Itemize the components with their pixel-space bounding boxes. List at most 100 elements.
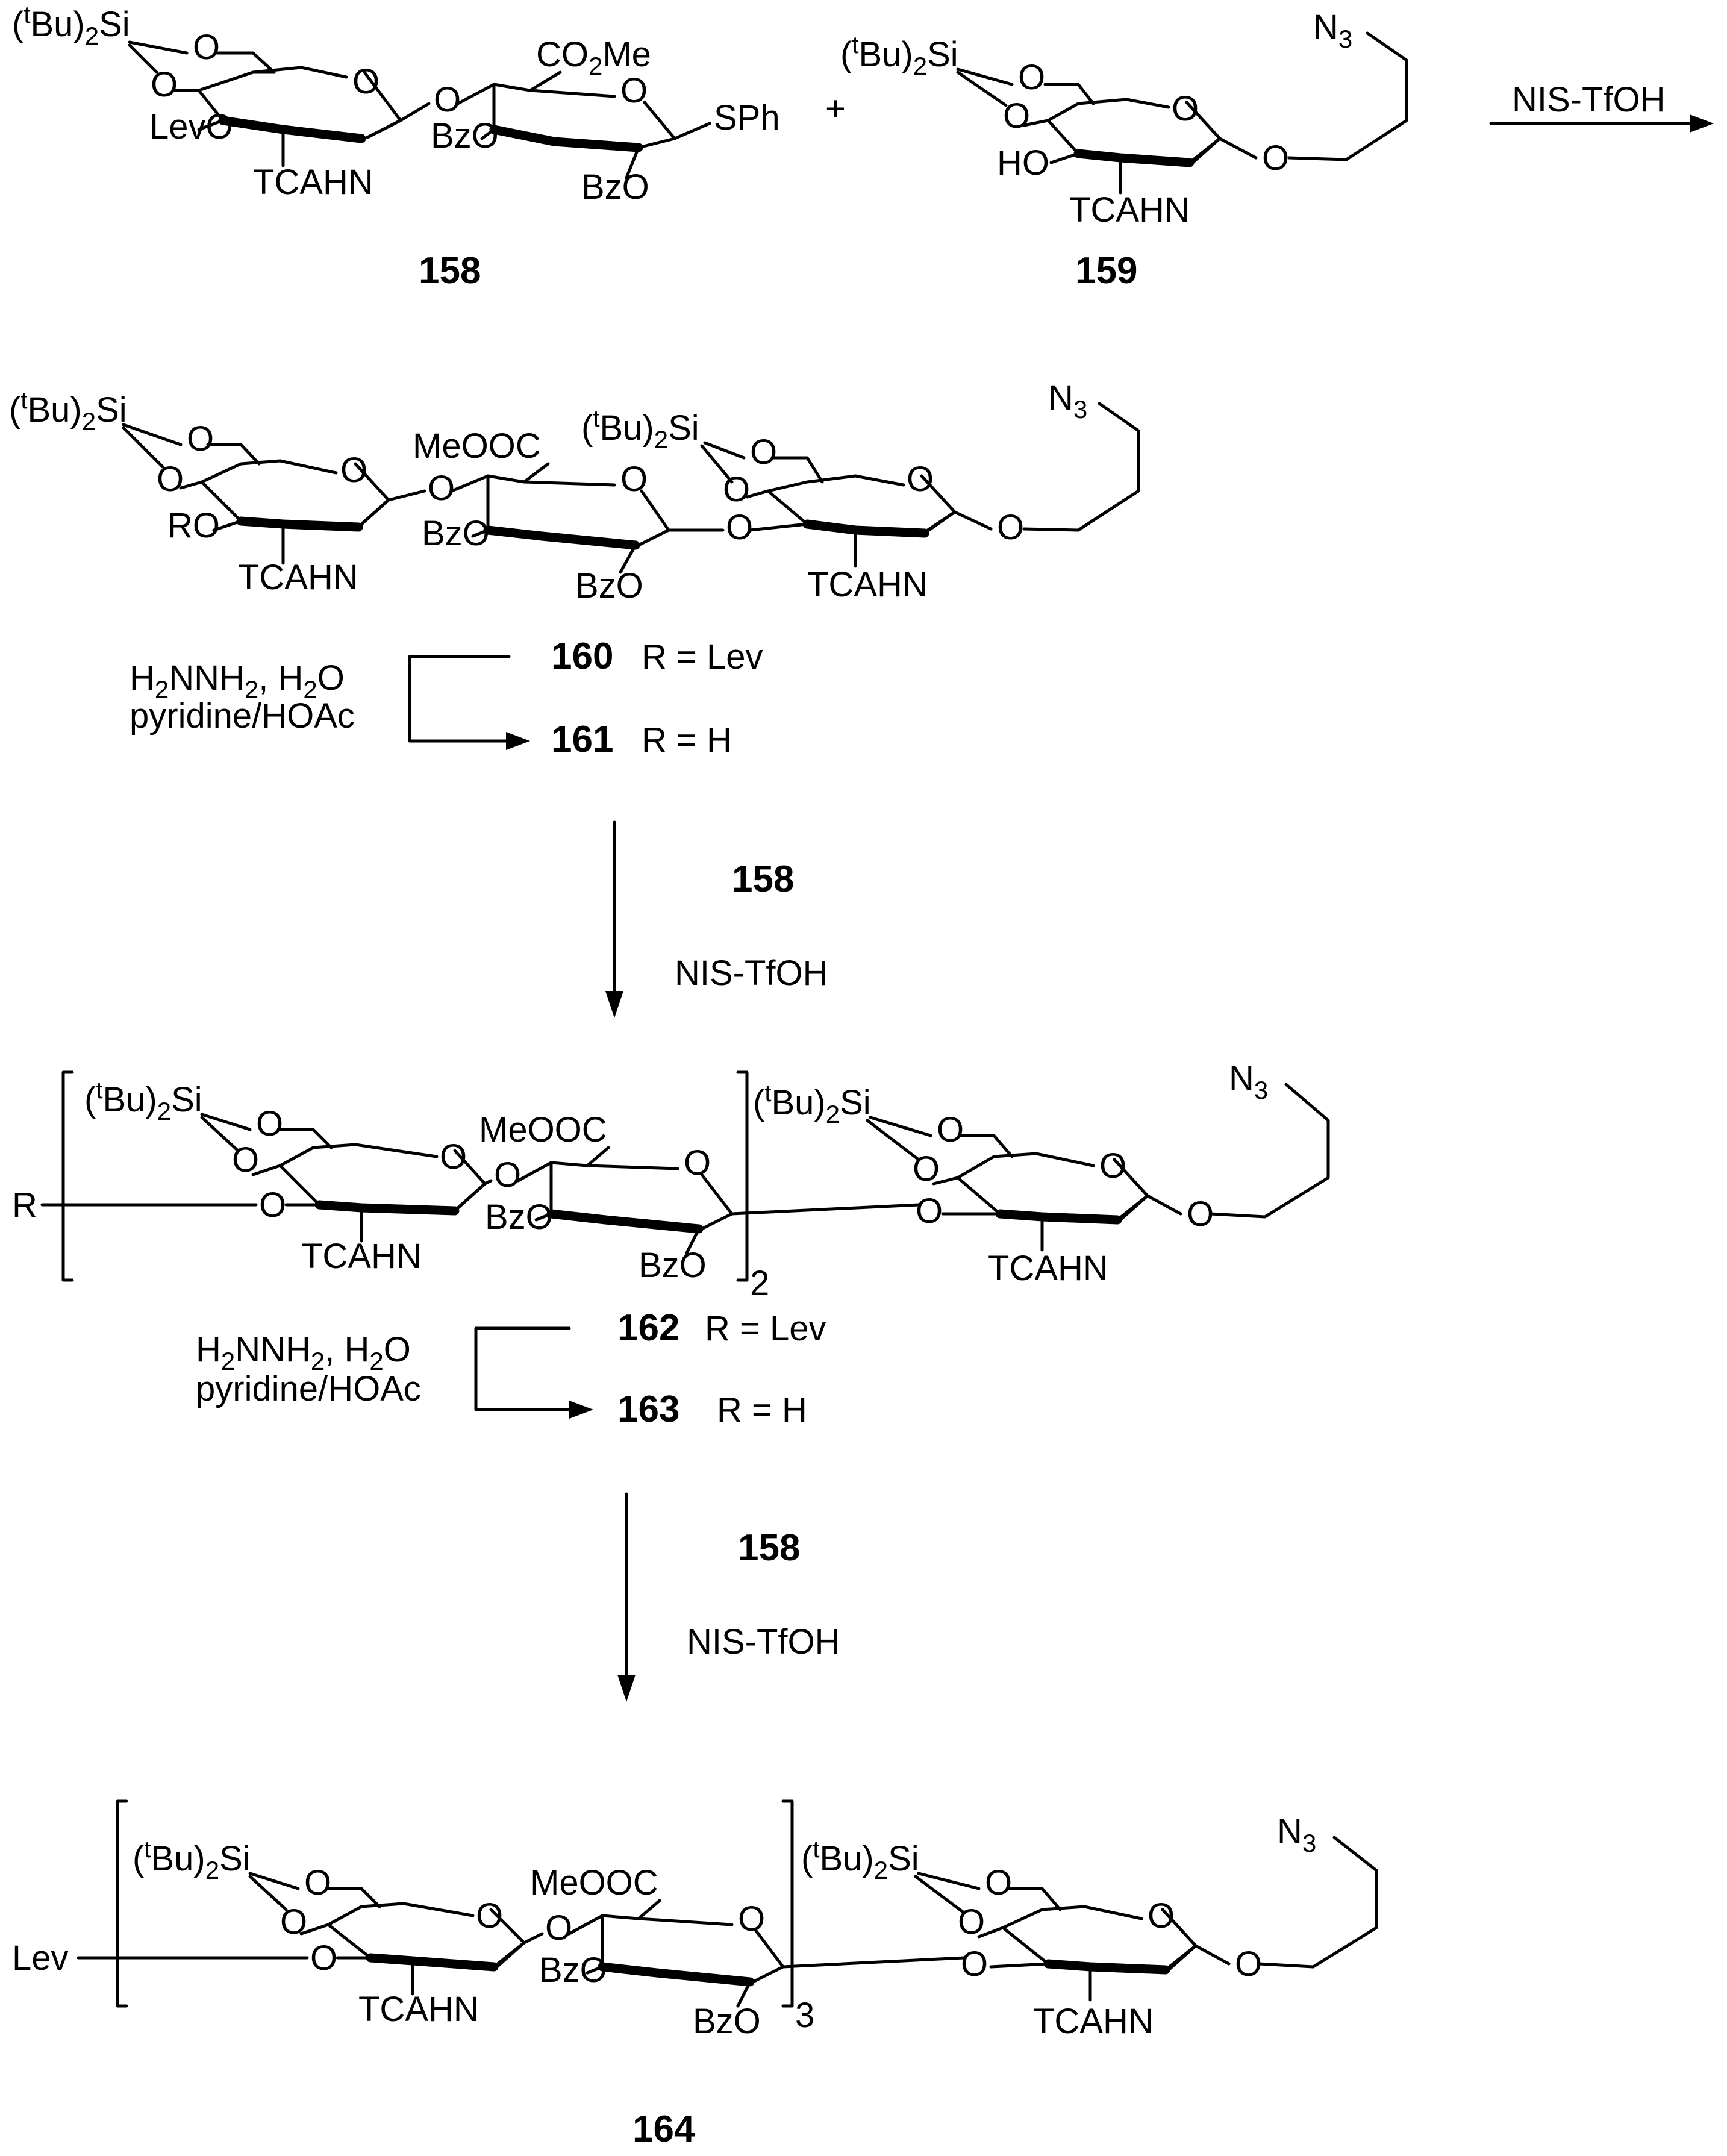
tbu2si-label: (tBu)2Si — [9, 387, 127, 436]
ring-oxygen-label: O — [961, 1945, 988, 1984]
compound-164-structure: 3 Lev (tBu)2Si O O O O TCAHN O MeOOC O B… — [12, 1799, 1378, 2041]
compound-label-164: 164 — [632, 2108, 695, 2150]
compound-label-159: 159 — [1075, 250, 1137, 292]
compound-label-158: 158 — [419, 250, 481, 292]
reagent-hydrazine: H2NNH2, H2O — [196, 1330, 411, 1375]
reagent-hydrazine: H2NNH2, H2O — [130, 658, 345, 704]
ring-oxygen-label: O — [259, 1186, 286, 1225]
ring-oxygen-label: O — [434, 80, 461, 119]
ring-oxygen-label: O — [494, 1155, 521, 1195]
levo-label: LevO — [149, 107, 233, 146]
ring-oxygen-label: O — [1172, 89, 1199, 128]
compound-label-162: 162 — [617, 1307, 679, 1349]
tcahn-label: TCAHN — [1033, 2002, 1154, 2041]
ring-oxygen-label: O — [256, 1104, 283, 1143]
meooc-label: MeOOC — [413, 427, 541, 466]
reagent-pyridine-hoac: pyridine/HOAc — [196, 1369, 421, 1408]
ring-oxygen-label: O — [1262, 139, 1289, 178]
compound-162-structure: 2 R (tBu)2Si O O O O TCAHN O MeOOC O BzO… — [12, 1059, 1330, 1303]
ring-oxygen-label: O — [187, 419, 214, 458]
n3-label: N3 — [1229, 1059, 1268, 1104]
arrowhead — [617, 1675, 636, 1702]
spn-label: SPh — [714, 98, 780, 137]
r-group-162: R = Lev — [705, 1309, 826, 1348]
reagent-nis-tfoh: NIS-TfOH — [687, 1622, 840, 1661]
tbu2si-label: (tBu)2Si — [753, 1080, 871, 1128]
tcahn-label: TCAHN — [358, 1990, 479, 2029]
r-group-160: R = Lev — [642, 637, 763, 676]
arrowhead — [569, 1401, 593, 1419]
meooc-label: MeOOC — [479, 1110, 607, 1149]
repeat-bracket-right — [736, 1070, 749, 1282]
repeat-bracket-right — [781, 1799, 794, 2008]
tcahn-label: TCAHN — [238, 558, 358, 597]
n3-label: N3 — [1048, 378, 1087, 423]
ring-oxygen-label: O — [440, 1137, 467, 1176]
meooc-label: MeOOC — [530, 1863, 658, 1902]
reagent-nis-tfoh: NIS-TfOH — [675, 954, 828, 993]
ring-oxygen-label: O — [985, 1863, 1012, 1902]
deprotection-bracket — [408, 655, 514, 743]
lev-substituent: Lev — [12, 1939, 69, 1978]
tcahn-label: TCAHN — [988, 1249, 1108, 1288]
compound-159-structure: (tBu)2Si O O O HO TCAHN O N3 — [840, 8, 1408, 230]
compound-label-158: 158 — [732, 858, 794, 900]
repeat-bracket-left — [116, 1799, 128, 2008]
compound-label-163: 163 — [617, 1389, 679, 1430]
ring-oxygen-label: O — [726, 508, 753, 547]
bzo-label: BzO — [431, 116, 499, 155]
ring-oxygen-label: O — [428, 469, 455, 508]
reagent-pyridine-hoac: pyridine/HOAc — [130, 696, 355, 736]
compound-label-161: 161 — [551, 719, 613, 760]
tbu2si-label: (tBu)2Si — [801, 1836, 919, 1884]
tbu2si-label: (tBu)2Si — [581, 405, 699, 454]
ring-oxygen-label: O — [310, 1939, 337, 1978]
arrowhead — [506, 732, 530, 750]
compound-158-structure: (tBu)2Si O O O LevO TCAHN O CO2Me O SPh … — [12, 2, 780, 207]
tbu2si-label: (tBu)2Si — [12, 2, 130, 50]
bzo-label: BzO — [581, 167, 649, 207]
bzo-label: BzO — [575, 566, 643, 605]
ro-label: RO — [167, 506, 220, 545]
tbu2si-label: (tBu)2Si — [84, 1077, 202, 1125]
r-substituent: R — [12, 1186, 37, 1225]
ring-oxygen-label: O — [1099, 1146, 1126, 1186]
reagent-nis-tfoh: NIS-TfOH — [1512, 80, 1666, 119]
compound-label-158: 158 — [738, 1527, 800, 1569]
ring-oxygen-label: O — [1003, 96, 1030, 136]
r-group-163: R = H — [717, 1390, 807, 1430]
ring-oxygen-label: O — [738, 1899, 765, 1939]
ring-oxygen-label: O — [545, 1908, 572, 1948]
n3-label: N3 — [1313, 8, 1352, 53]
ring-oxygen-label: O — [304, 1863, 331, 1902]
repeat-count: 2 — [750, 1264, 769, 1303]
ring-oxygen-label: O — [937, 1110, 964, 1149]
repeat-count: 3 — [795, 1996, 814, 2035]
compound-160-structure: (tBu)2Si O O O RO TCAHN O MeOOC O BzO Bz… — [9, 378, 1140, 605]
n3-label: N3 — [1277, 1812, 1316, 1857]
deprotection-bracket — [474, 1326, 574, 1411]
arrowhead — [1690, 114, 1714, 133]
ring-oxygen-label: O — [916, 1192, 943, 1231]
bzo-label: BzO — [639, 1246, 707, 1285]
compound-label-160: 160 — [551, 636, 613, 677]
tcahn-label: TCAHN — [807, 565, 928, 604]
tcahn-label: TCAHN — [301, 1237, 422, 1276]
tcahn-label: TCAHN — [1069, 190, 1190, 230]
ring-oxygen-label: O — [997, 508, 1024, 547]
ring-oxygen-label: O — [907, 460, 934, 499]
tbu2si-label: (tBu)2Si — [133, 1836, 251, 1884]
ring-oxygen-label: O — [340, 451, 367, 490]
r-group-161: R = H — [642, 720, 732, 760]
tcahn-label: TCAHN — [253, 163, 373, 202]
ring-oxygen-label: O — [1148, 1896, 1175, 1936]
ring-oxygen-label: O — [193, 28, 220, 67]
ring-oxygen-label: O — [750, 433, 777, 472]
ring-oxygen-label: O — [620, 71, 648, 110]
bzo-label: BzO — [693, 2002, 761, 2041]
arrowhead — [605, 991, 623, 1018]
tbu2si-label: (tBu)2Si — [840, 32, 958, 80]
ring-oxygen-label: O — [352, 62, 379, 101]
ring-oxygen-label: O — [1018, 58, 1045, 97]
